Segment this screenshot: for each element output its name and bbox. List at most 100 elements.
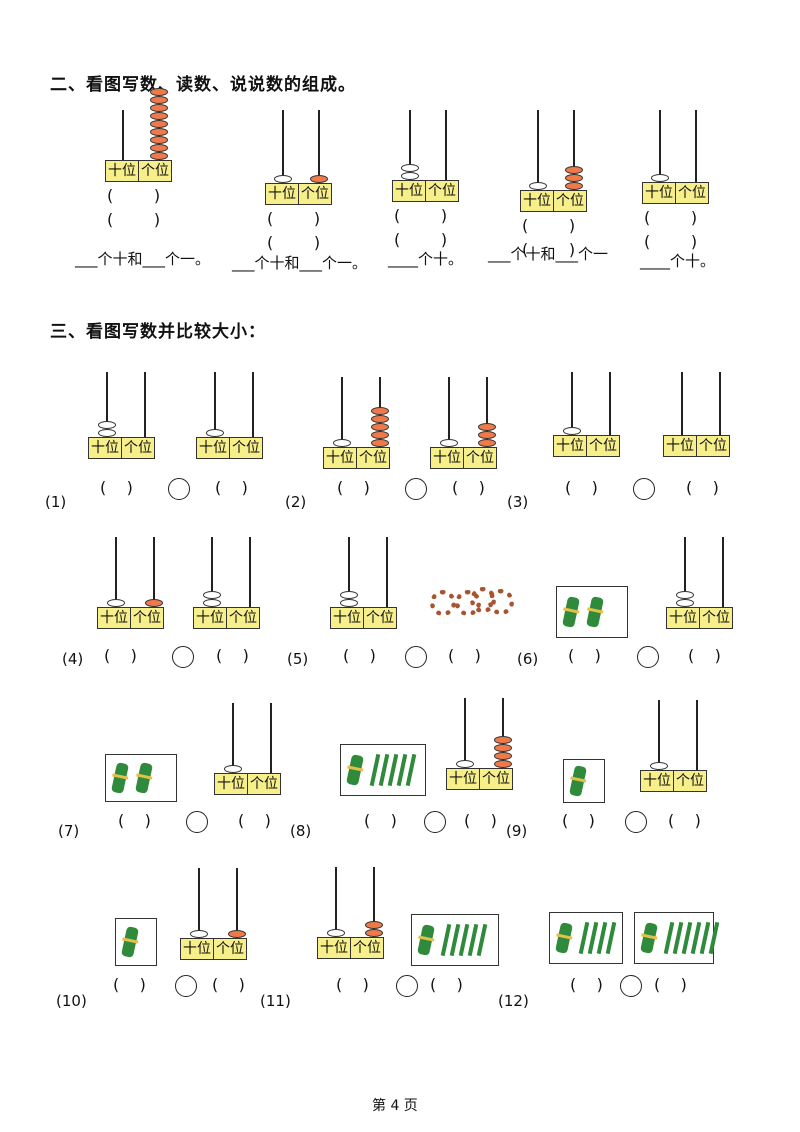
ones-rod <box>445 110 447 180</box>
tens-label: 十位 <box>430 447 464 469</box>
ones-label: 个位 <box>131 607 164 629</box>
single-stick-icon <box>605 921 617 955</box>
section3-heading: 三、看图写数并比较大小： <box>50 322 266 342</box>
bead <box>401 164 419 172</box>
bead <box>478 439 496 447</box>
ones-rod <box>252 372 254 437</box>
ones-label: 个位 <box>426 180 459 202</box>
answer-blank: ( ) <box>522 216 576 235</box>
bead <box>529 182 547 190</box>
tens-label: 十位 <box>97 607 131 629</box>
tens-rod <box>214 372 216 437</box>
answer-blank: ( ) <box>570 975 603 994</box>
tens-label: 十位 <box>317 937 351 959</box>
answer-blank: ( ) <box>337 478 370 497</box>
answer-blank: ( ) <box>364 811 397 830</box>
place-value-label: 十位个位 <box>330 607 397 629</box>
bead <box>190 930 208 938</box>
tens-label: 十位 <box>666 607 700 629</box>
bead <box>371 439 389 447</box>
abacus: 十位个位 <box>330 537 406 631</box>
abacus: 十位个位 <box>180 868 256 962</box>
stick-bundle-icon <box>640 922 658 954</box>
ones-label: 个位 <box>351 937 384 959</box>
abacus: 十位个位 <box>663 372 739 459</box>
answer-blank: ( ) <box>267 233 321 252</box>
ones-rod <box>573 110 575 190</box>
ones-label: 个位 <box>122 437 155 459</box>
abacus: 十位个位 <box>520 110 592 214</box>
answer-blank: ( ) <box>113 975 146 994</box>
bead <box>203 599 221 607</box>
bead <box>224 765 242 773</box>
ones-rod <box>373 867 375 937</box>
place-value-label: 十位个位 <box>214 773 281 795</box>
stick-bundle-icon <box>417 924 435 956</box>
bead-ring-icon <box>488 589 514 615</box>
bead <box>494 736 512 744</box>
ones-rod <box>153 537 155 607</box>
tens-label: 十位 <box>88 437 122 459</box>
bead <box>327 929 345 937</box>
place-value-label: 十位个位 <box>193 607 260 629</box>
answer-blank: ( ) <box>104 646 137 665</box>
answer-blank: ( ) <box>644 232 698 251</box>
bead <box>371 423 389 431</box>
single-stick-icon <box>708 921 720 955</box>
place-value-label: 十位个位 <box>317 937 384 959</box>
abacus: 十位个位 <box>392 110 464 204</box>
tens-label: 十位 <box>642 182 676 204</box>
question-number: (11) <box>260 992 291 1010</box>
answer-blank: ( ) <box>686 478 719 497</box>
place-value-label: 十位个位 <box>666 607 733 629</box>
abacus: 十位个位 <box>323 377 399 471</box>
tens-rod <box>659 110 661 182</box>
bundle-picture <box>556 586 628 638</box>
ones-rod <box>486 377 488 447</box>
question-number: (8) <box>290 822 312 840</box>
stick-bundle-icon <box>562 596 580 628</box>
tens-label: 十位 <box>265 183 299 205</box>
answer-blank: ( ) <box>565 478 598 497</box>
tens-rod <box>537 110 539 190</box>
place-value-label: 十位个位 <box>88 437 155 459</box>
tens-rod <box>571 372 573 435</box>
answer-blank: ( ) <box>267 209 321 228</box>
bead <box>494 752 512 760</box>
abacus: 十位个位 <box>642 110 714 206</box>
tens-label: 十位 <box>520 190 554 212</box>
tens-rod <box>106 372 108 437</box>
place-value-label: 十位个位 <box>196 437 263 459</box>
ones-label: 个位 <box>676 182 709 204</box>
compare-circle <box>424 811 446 833</box>
abacus: 十位个位 <box>97 537 173 631</box>
abacus: 十位个位 <box>553 372 629 459</box>
bead <box>365 929 383 937</box>
bead <box>478 423 496 431</box>
question-number: (3) <box>507 493 529 511</box>
bead <box>310 175 328 183</box>
answer-blank: ( ) <box>118 811 151 830</box>
bead <box>676 591 694 599</box>
answer-blank: ( ) <box>216 646 249 665</box>
tens-rod <box>448 377 450 447</box>
question-number: (4) <box>62 650 84 668</box>
fill-in-blank: ___个十和___个一。 <box>75 250 211 268</box>
bead <box>563 427 581 435</box>
ones-rod <box>249 537 251 607</box>
bead <box>365 921 383 929</box>
answer-blank: ( ) <box>430 975 463 994</box>
abacus: 十位个位 <box>640 700 716 794</box>
bead <box>107 599 125 607</box>
abacus: 十位个位 <box>88 372 164 461</box>
answer-blank: ( ) <box>448 646 481 665</box>
stick-bundle-icon <box>111 762 129 794</box>
bead <box>565 174 583 182</box>
compare-circle <box>625 811 647 833</box>
bead <box>150 112 168 120</box>
tens-label: 十位 <box>640 770 674 792</box>
abacus: 十位个位 <box>265 110 337 207</box>
tens-rod <box>335 867 337 937</box>
ones-label: 个位 <box>674 770 707 792</box>
tens-label: 十位 <box>330 607 364 629</box>
